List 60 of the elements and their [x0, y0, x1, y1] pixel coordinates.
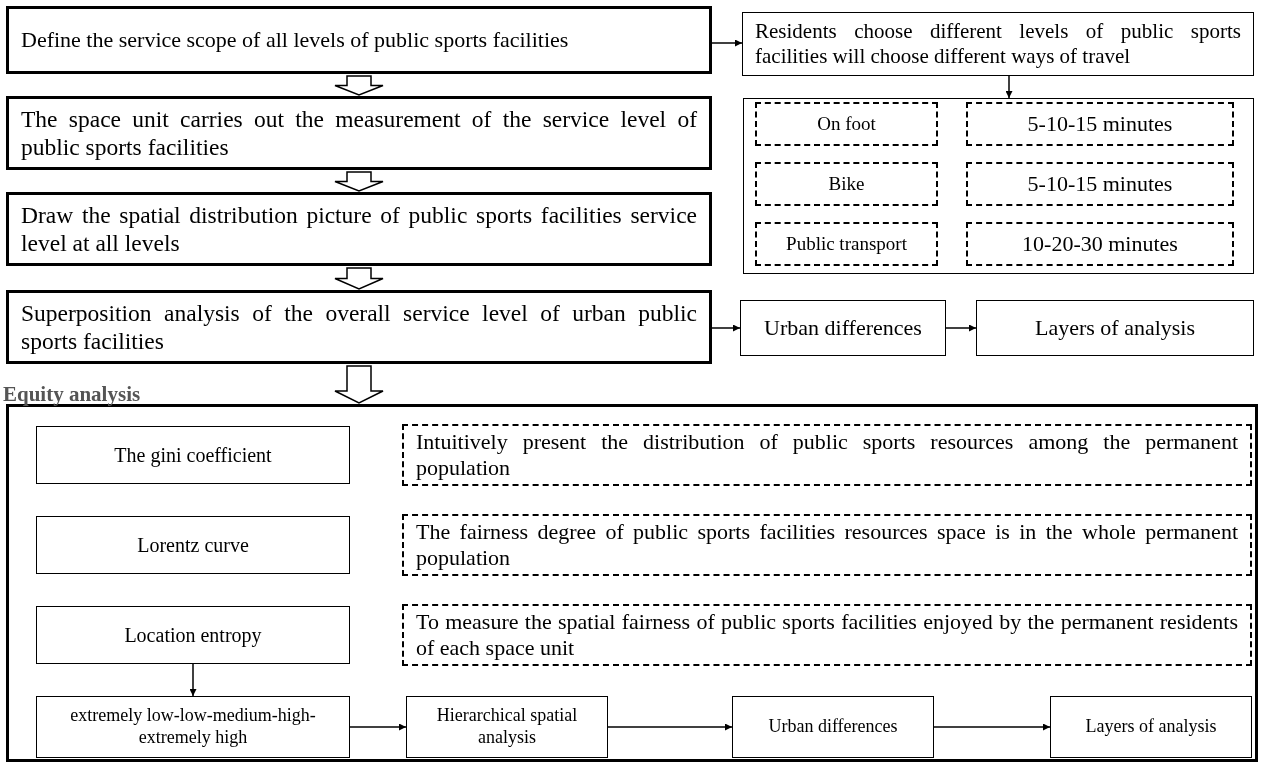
note-box: [402, 514, 1252, 576]
note-box: [755, 222, 938, 266]
process-box: [976, 300, 1254, 356]
arrow: [945, 324, 977, 332]
box-text: 5-10-15 minutes: [1026, 110, 1174, 138]
block-arrow: [334, 365, 384, 404]
block-arrow: [334, 171, 384, 192]
section-heading: Equity analysis: [3, 381, 141, 408]
box-text: Urban differences: [767, 716, 899, 738]
box-text: To measure the spatial fairness of public sports facilities enjoyed by the permanent residents of each space unit: [416, 608, 1238, 662]
box-text: Urban differences: [763, 314, 923, 342]
note-box: [755, 162, 938, 206]
process-box: [1050, 696, 1252, 758]
process-box: [742, 12, 1254, 76]
arrow: [711, 324, 741, 332]
process-box: [406, 696, 608, 758]
process-box: [36, 426, 350, 484]
note-box: [966, 102, 1234, 146]
step-box: [6, 290, 712, 364]
box-text: Draw the spatial distribution picture of public sports facilities service level at all levels: [21, 200, 697, 258]
step-box: [6, 192, 712, 266]
box-text: Public transport: [785, 232, 908, 256]
box-text: Lorentz curve: [136, 533, 250, 557]
note-box: [966, 222, 1234, 266]
step-box: [6, 6, 712, 74]
box-text: Layers of analysis: [1033, 314, 1197, 342]
arrow: [933, 723, 1051, 731]
box-text: Superposition analysis of the overall service level of urban public sports facilities: [21, 298, 697, 356]
box-text: 5-10-15 minutes: [1026, 170, 1174, 198]
process-box: [36, 516, 350, 574]
group-frame: [743, 98, 1254, 274]
box-text: extremely low-low-medium-high-extremely high: [69, 705, 317, 749]
arrow: [349, 723, 407, 731]
arrow: [189, 663, 197, 697]
note-box: [966, 162, 1234, 206]
note-box: [402, 424, 1252, 486]
box-text: Intuitively present the distribution of public sports resources among the permanent population: [416, 428, 1238, 482]
arrow: [607, 723, 733, 731]
block-arrow: [334, 267, 384, 290]
box-text: Residents choose different levels of public sports facilities will choose different ways of travel: [755, 18, 1241, 70]
box-text: On foot: [816, 112, 877, 136]
arrow: [1005, 75, 1013, 99]
box-text: Hierarchical spatial analysis: [435, 705, 579, 749]
box-text: 10-20-30 minutes: [1021, 230, 1179, 258]
box-text: The gini coefficient: [113, 443, 273, 467]
step-box: [6, 96, 712, 170]
process-box: [36, 696, 350, 758]
box-text: Bike: [827, 172, 866, 196]
box-text: Layers of analysis: [1084, 716, 1218, 738]
block-arrow: [334, 75, 384, 96]
box-text: Location entropy: [123, 623, 263, 647]
process-box: [740, 300, 946, 356]
box-text: The space unit carries out the measurement of the service level of public sports facilities: [21, 104, 697, 162]
process-box: [732, 696, 934, 758]
box-text: Define the service scope of all levels of public sports facilities: [21, 26, 570, 54]
note-box: [755, 102, 938, 146]
note-box: [402, 604, 1252, 666]
arrow: [711, 39, 743, 47]
box-text: The fairness degree of public sports facilities resources space is in the whole permanent population: [416, 518, 1238, 572]
process-box: [36, 606, 350, 664]
